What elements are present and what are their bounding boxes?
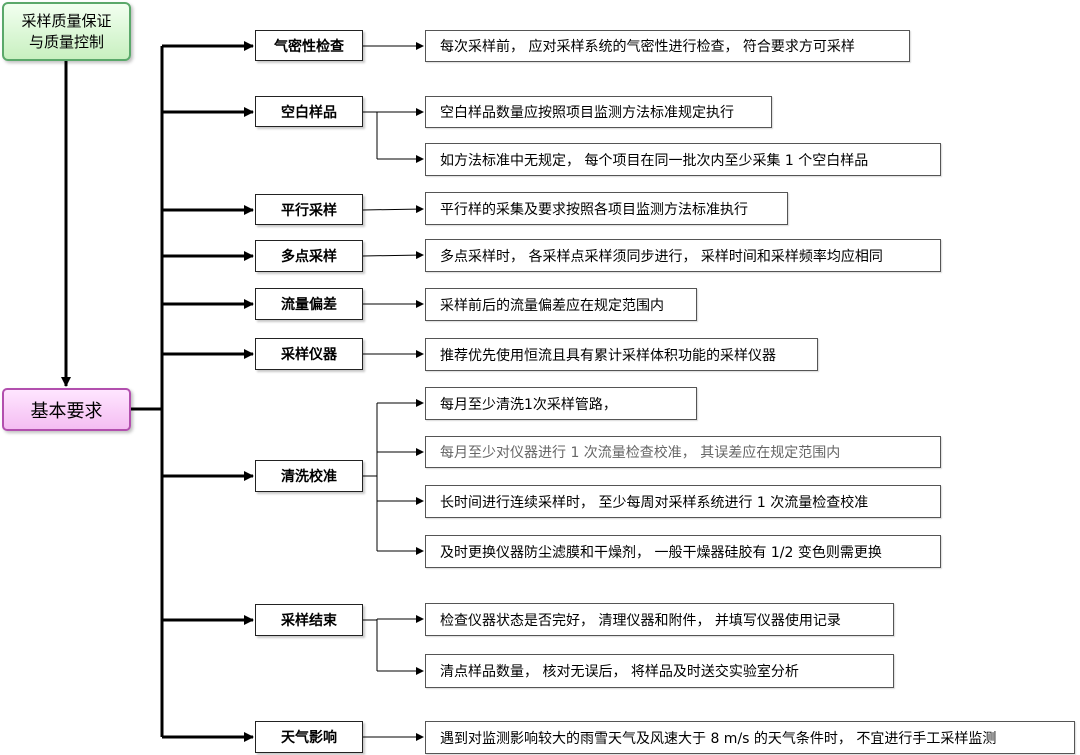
item-text: 空白样品数量应按照项目监测方法标准规定执行 <box>440 105 734 121</box>
item-text: 清点样品数量， 核对无误后， 将样品及时送交实验室分析 <box>440 664 799 680</box>
item-multipoint-sampling-1[interactable]: 多点采样时， 各采样点采样须同步进行， 采样时间和采样频率均应相同 <box>425 239 941 272</box>
item-airtightness-1[interactable]: 每次采样前， 应对采样系统的气密性进行检查， 符合要求方可采样 <box>425 30 910 62</box>
item-text: 长时间进行连续采样时， 至少每周对采样系统进行 1 次流量检查校准 <box>440 494 869 511</box>
top-node-quality-assurance[interactable]: 采样质量保证 与质量控制 <box>2 2 131 61</box>
category-sampling-end[interactable]: 采样结束 <box>255 604 363 636</box>
item-text: 每月至少对仪器进行 1 次流量检查校准， 其误差应在规定范围内 <box>440 445 841 461</box>
item-blank-sample-2[interactable]: 如方法标准中无规定， 每个项目在同一批次内至少采集 1 个空白样品 <box>425 143 941 176</box>
item-sampling-instrument-1[interactable]: 推荐优先使用恒流且具有累计采样体积功能的采样仪器 <box>425 338 818 371</box>
category-label: 清洗校准 <box>281 469 337 485</box>
item-text: 采样前后的流量偏差应在规定范围内 <box>440 297 664 314</box>
arrow-item-3-0 <box>362 251 424 260</box>
category-multipoint-sampling[interactable]: 多点采样 <box>255 240 363 272</box>
item-text: 平行样的采集及要求按照各项目监测方法标准执行 <box>440 201 748 218</box>
item-sampling-end-1[interactable]: 检查仪器状态是否完好， 清理仪器和附件， 并填写仪器使用记录 <box>425 603 894 636</box>
item-weather-impact-1[interactable]: 遇到对监测影响较大的雨雪天气及风速大于 8 m/s 的天气条件时， 不宜进行手工… <box>425 721 1075 754</box>
item-cleaning-calibration-4[interactable]: 及时更换仪器防尘滤膜和干燥剂， 一般干燥器硅胶有 1/2 变色则需更换 <box>425 535 941 568</box>
category-parallel-sampling[interactable]: 平行采样 <box>255 194 363 225</box>
top-node-line2: 与质量控制 <box>28 32 104 51</box>
item-cleaning-calibration-3[interactable]: 长时间进行连续采样时， 至少每周对采样系统进行 1 次流量检查校准 <box>425 485 941 518</box>
item-text: 遇到对监测影响较大的雨雪天气及风速大于 8 m/s 的天气条件时， 不宜进行手工… <box>440 730 997 747</box>
item-text: 及时更换仪器防尘滤膜和干燥剂， 一般干燥器硅胶有 1/2 变色则需更换 <box>440 544 882 561</box>
category-label: 平行采样 <box>281 202 337 219</box>
item-flow-deviation-1[interactable]: 采样前后的流量偏差应在规定范围内 <box>425 288 697 321</box>
item-text: 推荐优先使用恒流且具有累计采样体积功能的采样仪器 <box>440 347 776 364</box>
item-text: 多点采样时， 各采样点采样须同步进行， 采样时间和采样频率均应相同 <box>440 248 883 265</box>
item-text: 每次采样前， 应对采样系统的气密性进行检查， 符合要求方可采样 <box>440 39 855 55</box>
category-label: 空白样品 <box>281 104 337 121</box>
item-sampling-end-2[interactable]: 清点样品数量， 核对无误后， 将样品及时送交实验室分析 <box>425 654 894 688</box>
root-node-basic-requirements[interactable]: 基本要求 <box>2 388 131 431</box>
category-label: 流量偏差 <box>281 297 337 313</box>
item-text: 如方法标准中无规定， 每个项目在同一批次内至少采集 1 个空白样品 <box>440 152 869 169</box>
category-cleaning-calibration[interactable]: 清洗校准 <box>255 460 363 492</box>
category-weather-impact[interactable]: 天气影响 <box>255 721 363 753</box>
category-airtightness[interactable]: 气密性检查 <box>255 30 363 61</box>
arrow-item-2-0 <box>362 205 424 214</box>
category-label: 气密性检查 <box>274 38 344 55</box>
item-text: 每月至少清洗1次采样管路， <box>440 396 617 413</box>
category-label: 多点采样 <box>281 249 337 265</box>
item-cleaning-calibration-1[interactable]: 每月至少清洗1次采样管路， <box>425 387 697 420</box>
item-blank-sample-1[interactable]: 空白样品数量应按照项目监测方法标准规定执行 <box>425 96 772 128</box>
category-flow-deviation[interactable]: 流量偏差 <box>255 288 363 320</box>
category-blank-sample[interactable]: 空白样品 <box>255 96 363 127</box>
category-sampling-instrument[interactable]: 采样仪器 <box>255 338 363 370</box>
top-node-line1: 采样质量保证 <box>21 11 112 30</box>
category-label: 采样结束 <box>281 613 337 629</box>
item-cleaning-calibration-2[interactable]: 每月至少对仪器进行 1 次流量检查校准， 其误差应在规定范围内 <box>425 436 941 468</box>
item-parallel-sampling-1[interactable]: 平行样的采集及要求按照各项目监测方法标准执行 <box>425 192 788 225</box>
root-node-label: 基本要求 <box>30 400 103 422</box>
category-label: 天气影响 <box>281 730 337 746</box>
category-label: 采样仪器 <box>281 347 337 363</box>
item-text: 检查仪器状态是否完好， 清理仪器和附件， 并填写仪器使用记录 <box>440 612 841 629</box>
